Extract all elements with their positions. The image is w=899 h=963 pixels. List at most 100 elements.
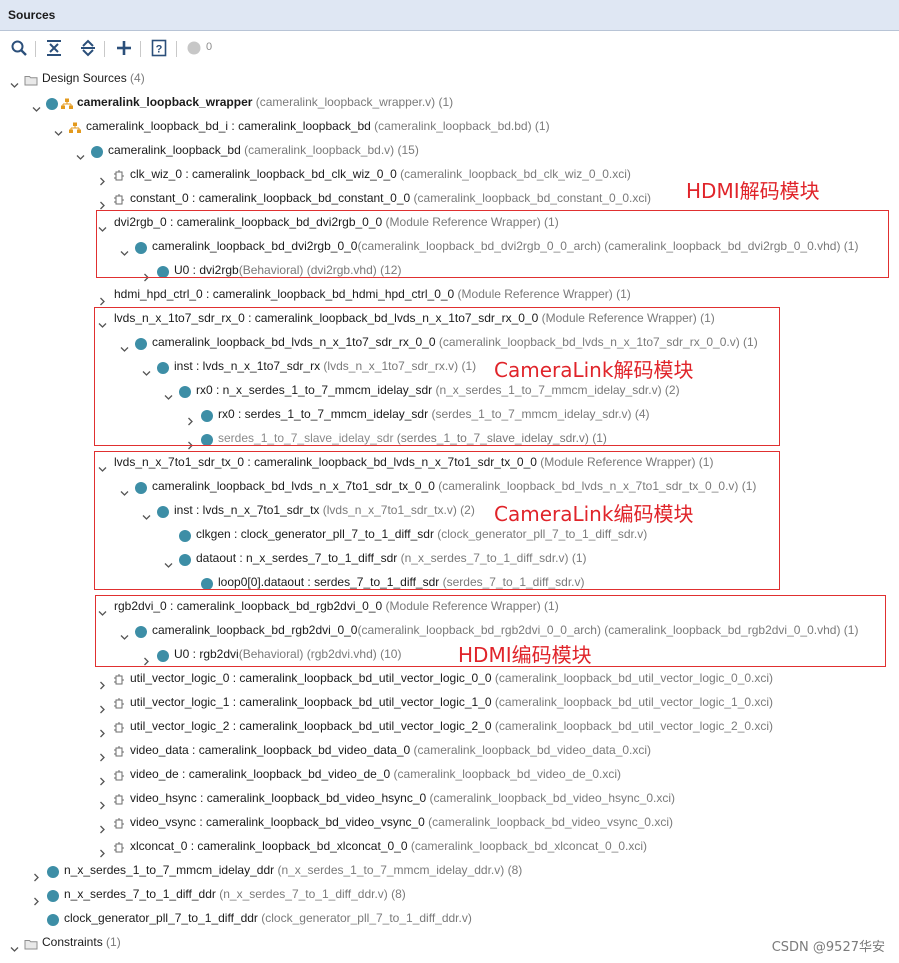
- tree-row-r29[interactable]: video_de : cameralink_loopback_bd_video_…: [0, 762, 899, 786]
- ip-core-icon: [112, 839, 126, 853]
- tree-row-name: cameralink_loopback_bd_lvds_n_x_7to1_sdr…: [152, 479, 435, 493]
- chevron-down-icon[interactable]: [98, 458, 107, 472]
- tree-row-name: U0 : rgb2dvi: [174, 647, 239, 661]
- chevron-right-icon[interactable]: [98, 674, 107, 690]
- tree-row-r17[interactable]: cameralink_loopback_bd_lvds_n_x_7to1_sdr…: [0, 474, 899, 498]
- chevron-down-icon[interactable]: [142, 506, 151, 520]
- tree-row-r15[interactable]: serdes_1_to_7_slave_idelay_sdr (serdes_1…: [0, 426, 899, 450]
- tree-row-r36[interactable]: Constraints (1): [0, 930, 899, 954]
- chevron-down-icon[interactable]: [120, 338, 129, 352]
- chevron-right-icon[interactable]: [98, 722, 107, 738]
- chevron-right-icon[interactable]: [142, 650, 151, 666]
- tree-row-r24[interactable]: U0 : rgb2dvi(Behavioral) (rgb2dvi.vhd) (…: [0, 642, 899, 666]
- chevron-down-icon[interactable]: [76, 146, 85, 160]
- tree-row-r3[interactable]: cameralink_loopback_bd (cameralink_loopb…: [0, 138, 899, 162]
- chevron-right-icon[interactable]: [98, 746, 107, 762]
- tree-row-detail: (n_x_serdes_1_to_7_mmcm_idelay_sdr.v) (2…: [432, 383, 680, 397]
- chevron-right-icon[interactable]: [98, 818, 107, 834]
- tree-row-r12[interactable]: inst : lvds_n_x_1to7_sdr_rx (lvds_n_x_1t…: [0, 354, 899, 378]
- tree-row-r6[interactable]: dvi2rgb_0 : cameralink_loopback_bd_dvi2r…: [0, 210, 899, 234]
- tree-row-r14[interactable]: rx0 : serdes_1_to_7_mmcm_idelay_sdr (ser…: [0, 402, 899, 426]
- chevron-right-icon[interactable]: [186, 410, 195, 426]
- module-status-icon: [178, 383, 192, 398]
- tree-row-r25[interactable]: util_vector_logic_0 : cameralink_loopbac…: [0, 666, 899, 690]
- chevron-down-icon[interactable]: [142, 362, 151, 376]
- tree-row-r13[interactable]: rx0 : n_x_serdes_1_to_7_mmcm_idelay_sdr …: [0, 378, 899, 402]
- tree-row-r26[interactable]: util_vector_logic_1 : cameralink_loopbac…: [0, 690, 899, 714]
- tree-row-r4[interactable]: clk_wiz_0 : cameralink_loopback_bd_clk_w…: [0, 162, 899, 186]
- module-status-icon: [200, 575, 214, 590]
- chevron-down-icon[interactable]: [120, 242, 129, 256]
- chevron-right-icon[interactable]: [32, 866, 41, 882]
- properties-icon[interactable]: ?: [149, 38, 169, 58]
- tree-row-name: loop0[0].dataout : serdes_7_to_1_diff_sd…: [218, 575, 440, 589]
- tree-row-detail: (cameralink_loopback_bd.bd) (1): [370, 119, 550, 133]
- chevron-down-icon[interactable]: [10, 938, 19, 952]
- tree-row-r10[interactable]: lvds_n_x_1to7_sdr_rx_0 : cameralink_loop…: [0, 306, 899, 330]
- chevron-down-icon[interactable]: [10, 74, 19, 88]
- tree-row-name: rgb2dvi_0 : cameralink_loopback_bd_rgb2d…: [114, 599, 383, 613]
- tree-row-r7[interactable]: cameralink_loopback_bd_dvi2rgb_0_0(camer…: [0, 234, 899, 258]
- tree-row-name: Design Sources: [42, 71, 127, 85]
- chevron-right-icon[interactable]: [98, 794, 107, 810]
- tree-row-r16[interactable]: lvds_n_x_7to1_sdr_tx_0 : cameralink_loop…: [0, 450, 899, 474]
- search-icon[interactable]: [9, 38, 29, 58]
- tree-row-name: rx0 : n_x_serdes_1_to_7_mmcm_idelay_sdr: [196, 383, 433, 397]
- chevron-right-icon[interactable]: [98, 698, 107, 714]
- ip-core-icon: [112, 167, 126, 181]
- chevron-right-icon[interactable]: [98, 770, 107, 786]
- tree-row-detail: (Module Reference Wrapper) (1): [538, 311, 715, 325]
- chevron-down-icon[interactable]: [120, 626, 129, 640]
- tree-row-r9[interactable]: hdmi_hpd_ctrl_0 : cameralink_loopback_bd…: [0, 282, 899, 306]
- tree-row-r11[interactable]: cameralink_loopback_bd_lvds_n_x_1to7_sdr…: [0, 330, 899, 354]
- tree-row-r30[interactable]: video_hsync : cameralink_loopback_bd_vid…: [0, 786, 899, 810]
- chevron-down-icon[interactable]: [98, 602, 107, 616]
- module-status-icon: [156, 263, 170, 278]
- chevron-down-icon[interactable]: [54, 122, 63, 136]
- tree-row-name: lvds_n_x_1to7_sdr_rx_0 : cameralink_loop…: [114, 311, 539, 325]
- tree-row-r28[interactable]: video_data : cameralink_loopback_bd_vide…: [0, 738, 899, 762]
- chevron-down-icon[interactable]: [98, 218, 107, 232]
- chevron-right-icon[interactable]: [98, 170, 107, 186]
- tree-row-detail: (cameralink_loopback_bd_clk_wiz_0_0.xci): [396, 167, 631, 181]
- tree-row-r18[interactable]: inst : lvds_n_x_7to1_sdr_tx (lvds_n_x_7t…: [0, 498, 899, 522]
- tree-row-r19[interactable]: clkgen : clock_generator_pll_7_to_1_diff…: [0, 522, 899, 546]
- chevron-down-icon[interactable]: [32, 98, 41, 112]
- tree-row-name: util_vector_logic_0 : cameralink_loopbac…: [130, 671, 492, 685]
- chevron-right-icon[interactable]: [98, 842, 107, 858]
- chevron-right-icon[interactable]: [32, 890, 41, 906]
- tree-row-r31[interactable]: video_vsync : cameralink_loopback_bd_vid…: [0, 810, 899, 834]
- tree-row-r2[interactable]: cameralink_loopback_bd_i : cameralink_lo…: [0, 114, 899, 138]
- tree-row-r34[interactable]: n_x_serdes_7_to_1_diff_ddr (n_x_serdes_7…: [0, 882, 899, 906]
- tree-row-detail: (cameralink_loopback_bd_video_hsync_0.xc…: [426, 791, 676, 805]
- chevron-right-icon[interactable]: [98, 194, 107, 210]
- tree-row-name: n_x_serdes_1_to_7_mmcm_idelay_ddr: [64, 863, 275, 877]
- module-status-icon: [46, 911, 60, 926]
- annotation-hdmi-decode: HDMI解码模块: [686, 179, 820, 203]
- chevron-down-icon[interactable]: [120, 482, 129, 496]
- tree-row-r22[interactable]: rgb2dvi_0 : cameralink_loopback_bd_rgb2d…: [0, 594, 899, 618]
- tree-row-r23[interactable]: cameralink_loopback_bd_rgb2dvi_0_0(camer…: [0, 618, 899, 642]
- add-sources-icon[interactable]: [114, 38, 134, 58]
- tree-row-name: xlconcat_0 : cameralink_loopback_bd_xlco…: [130, 839, 408, 853]
- tree-row-r33[interactable]: n_x_serdes_1_to_7_mmcm_idelay_ddr (n_x_s…: [0, 858, 899, 882]
- tree-row-r20[interactable]: dataout : n_x_serdes_7_to_1_diff_sdr (n_…: [0, 546, 899, 570]
- tree-row-r35[interactable]: clock_generator_pll_7_to_1_diff_ddr (clo…: [0, 906, 899, 930]
- tree-row-r32[interactable]: xlconcat_0 : cameralink_loopback_bd_xlco…: [0, 834, 899, 858]
- expand-all-icon[interactable]: [78, 38, 98, 58]
- tree-row-detail: (cameralink_loopback_bd_util_vector_logi…: [491, 719, 774, 733]
- chevron-right-icon[interactable]: [98, 290, 107, 306]
- collapse-all-icon[interactable]: [44, 38, 64, 58]
- tree-row-r21[interactable]: loop0[0].dataout : serdes_7_to_1_diff_sd…: [0, 570, 899, 594]
- chevron-down-icon[interactable]: [98, 314, 107, 328]
- tree-row-r1[interactable]: cameralink_loopback_wrapper (cameralink_…: [0, 90, 899, 114]
- tree-row-r8[interactable]: U0 : dvi2rgb(Behavioral) (dvi2rgb.vhd) (…: [0, 258, 899, 282]
- chevron-down-icon[interactable]: [164, 386, 173, 400]
- module-status-icon: [200, 431, 214, 446]
- tree-row-detail: (n_x_serdes_7_to_1_diff_sdr.v) (1): [397, 551, 587, 565]
- chevron-down-icon[interactable]: [164, 554, 173, 568]
- tree-row-detail: (cameralink_loopback_bd_lvds_n_x_1to7_sd…: [435, 335, 758, 349]
- tree-row-r27[interactable]: util_vector_logic_2 : cameralink_loopbac…: [0, 714, 899, 738]
- tree-row-r0[interactable]: Design Sources (4): [0, 66, 899, 90]
- tree-row-r5[interactable]: constant_0 : cameralink_loopback_bd_cons…: [0, 186, 899, 210]
